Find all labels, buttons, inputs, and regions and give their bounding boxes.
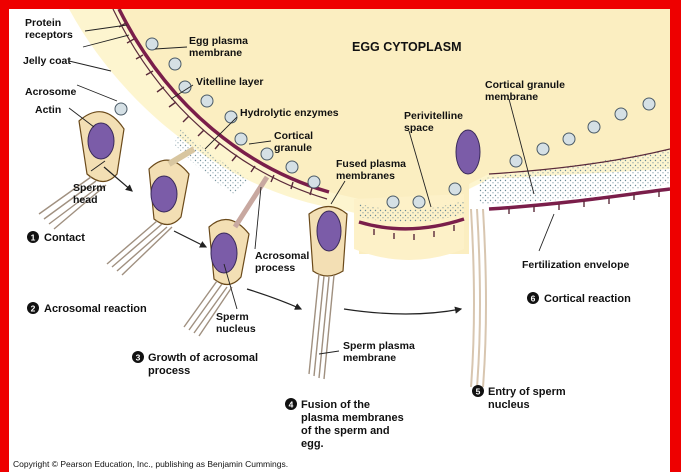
label-jelly-coat: Jelly coat <box>23 55 71 67</box>
label-sperm-plasma-membrane-1: Sperm plasma <box>343 340 415 352</box>
label-acrosomal-process-1: Acrosomal <box>255 250 309 262</box>
label-acrosome: Acrosome <box>25 86 77 98</box>
label-fertilization-envelope: Fertilization envelope <box>522 259 630 271</box>
step-5-line-1: Entry of sperm <box>488 386 566 398</box>
step-5-number: 5 <box>476 387 481 397</box>
label-sperm-plasma-membrane-2: membrane <box>343 352 396 364</box>
step-3-line-1: Growth of acrosomal <box>148 352 258 364</box>
label-perivitelline-space-1: Perivitelline <box>404 110 463 122</box>
sperm-fusion <box>309 207 347 380</box>
sperm-contact <box>39 112 124 229</box>
step-3: 3 Growth of acrosomal process <box>132 351 258 377</box>
step-1: 1 Contact <box>27 231 85 244</box>
copyright-notice: Copyright © Pearson Education, Inc., pub… <box>13 459 288 469</box>
step-4-line-2: plasma membranes <box>301 412 404 424</box>
egg-bump <box>354 194 464 260</box>
label-sperm-head-1: Sperm <box>73 182 106 194</box>
label-protein-receptors-1: Protein <box>25 17 61 29</box>
label-protein-receptors-2: receptors <box>25 29 73 41</box>
label-sperm-nucleus-2: nucleus <box>216 323 256 335</box>
label-cortical-granule-membrane-1: Cortical granule <box>485 79 565 91</box>
step-5-line-2: nucleus <box>488 399 530 411</box>
step-6-number: 6 <box>531 294 536 304</box>
label-egg-plasma-membrane-2: membrane <box>189 47 242 59</box>
sperm-acrosomal-reaction <box>107 149 194 275</box>
egg-cytoplasm-title: EGG CYTOPLASM <box>352 40 462 54</box>
label-sperm-nucleus-1: Sperm <box>216 311 249 323</box>
step-4-line-1: Fusion of the <box>301 399 370 411</box>
step-5: 5 Entry of sperm nucleus <box>472 385 566 411</box>
label-fused-plasma-membranes-1: Fused plasma <box>336 158 406 170</box>
label-sperm-head-2: head <box>73 194 98 206</box>
label-actin: Actin <box>35 104 61 116</box>
step-4-number: 4 <box>289 400 294 410</box>
label-cortical-granule-2: granule <box>274 142 312 154</box>
step-2: 2 Acrosomal reaction <box>27 302 147 315</box>
step-2-line-1: Acrosomal reaction <box>44 303 147 315</box>
step-4: 4 Fusion of the plasma membranes of the … <box>285 398 404 450</box>
label-egg-plasma-membrane-1: Egg plasma <box>189 35 248 47</box>
step-2-number: 2 <box>31 304 36 314</box>
fertilization-diagram: EGG CYTOPLASM Protein receptors Jelly co… <box>9 9 670 472</box>
step-1-number: 1 <box>31 233 36 243</box>
label-cortical-granule-1: Cortical <box>274 130 313 142</box>
label-fused-plasma-membranes-2: membranes <box>336 170 395 182</box>
label-hydrolytic-enzymes: Hydrolytic enzymes <box>240 107 339 119</box>
step-4-line-3: of the sperm and <box>301 425 390 437</box>
step-1-line-1: Contact <box>44 232 85 244</box>
step-3-line-2: process <box>148 365 190 377</box>
step-3-number: 3 <box>136 353 141 363</box>
label-acrosomal-process-2: process <box>255 262 295 274</box>
step-6: 6 Cortical reaction <box>527 292 631 305</box>
label-vitelline-layer: Vitelline layer <box>196 76 264 88</box>
label-perivitelline-space-2: space <box>404 122 434 134</box>
label-cortical-granule-membrane-2: membrane <box>485 91 538 103</box>
step-4-line-4: egg. <box>301 438 324 450</box>
step-6-line-1: Cortical reaction <box>544 293 631 305</box>
